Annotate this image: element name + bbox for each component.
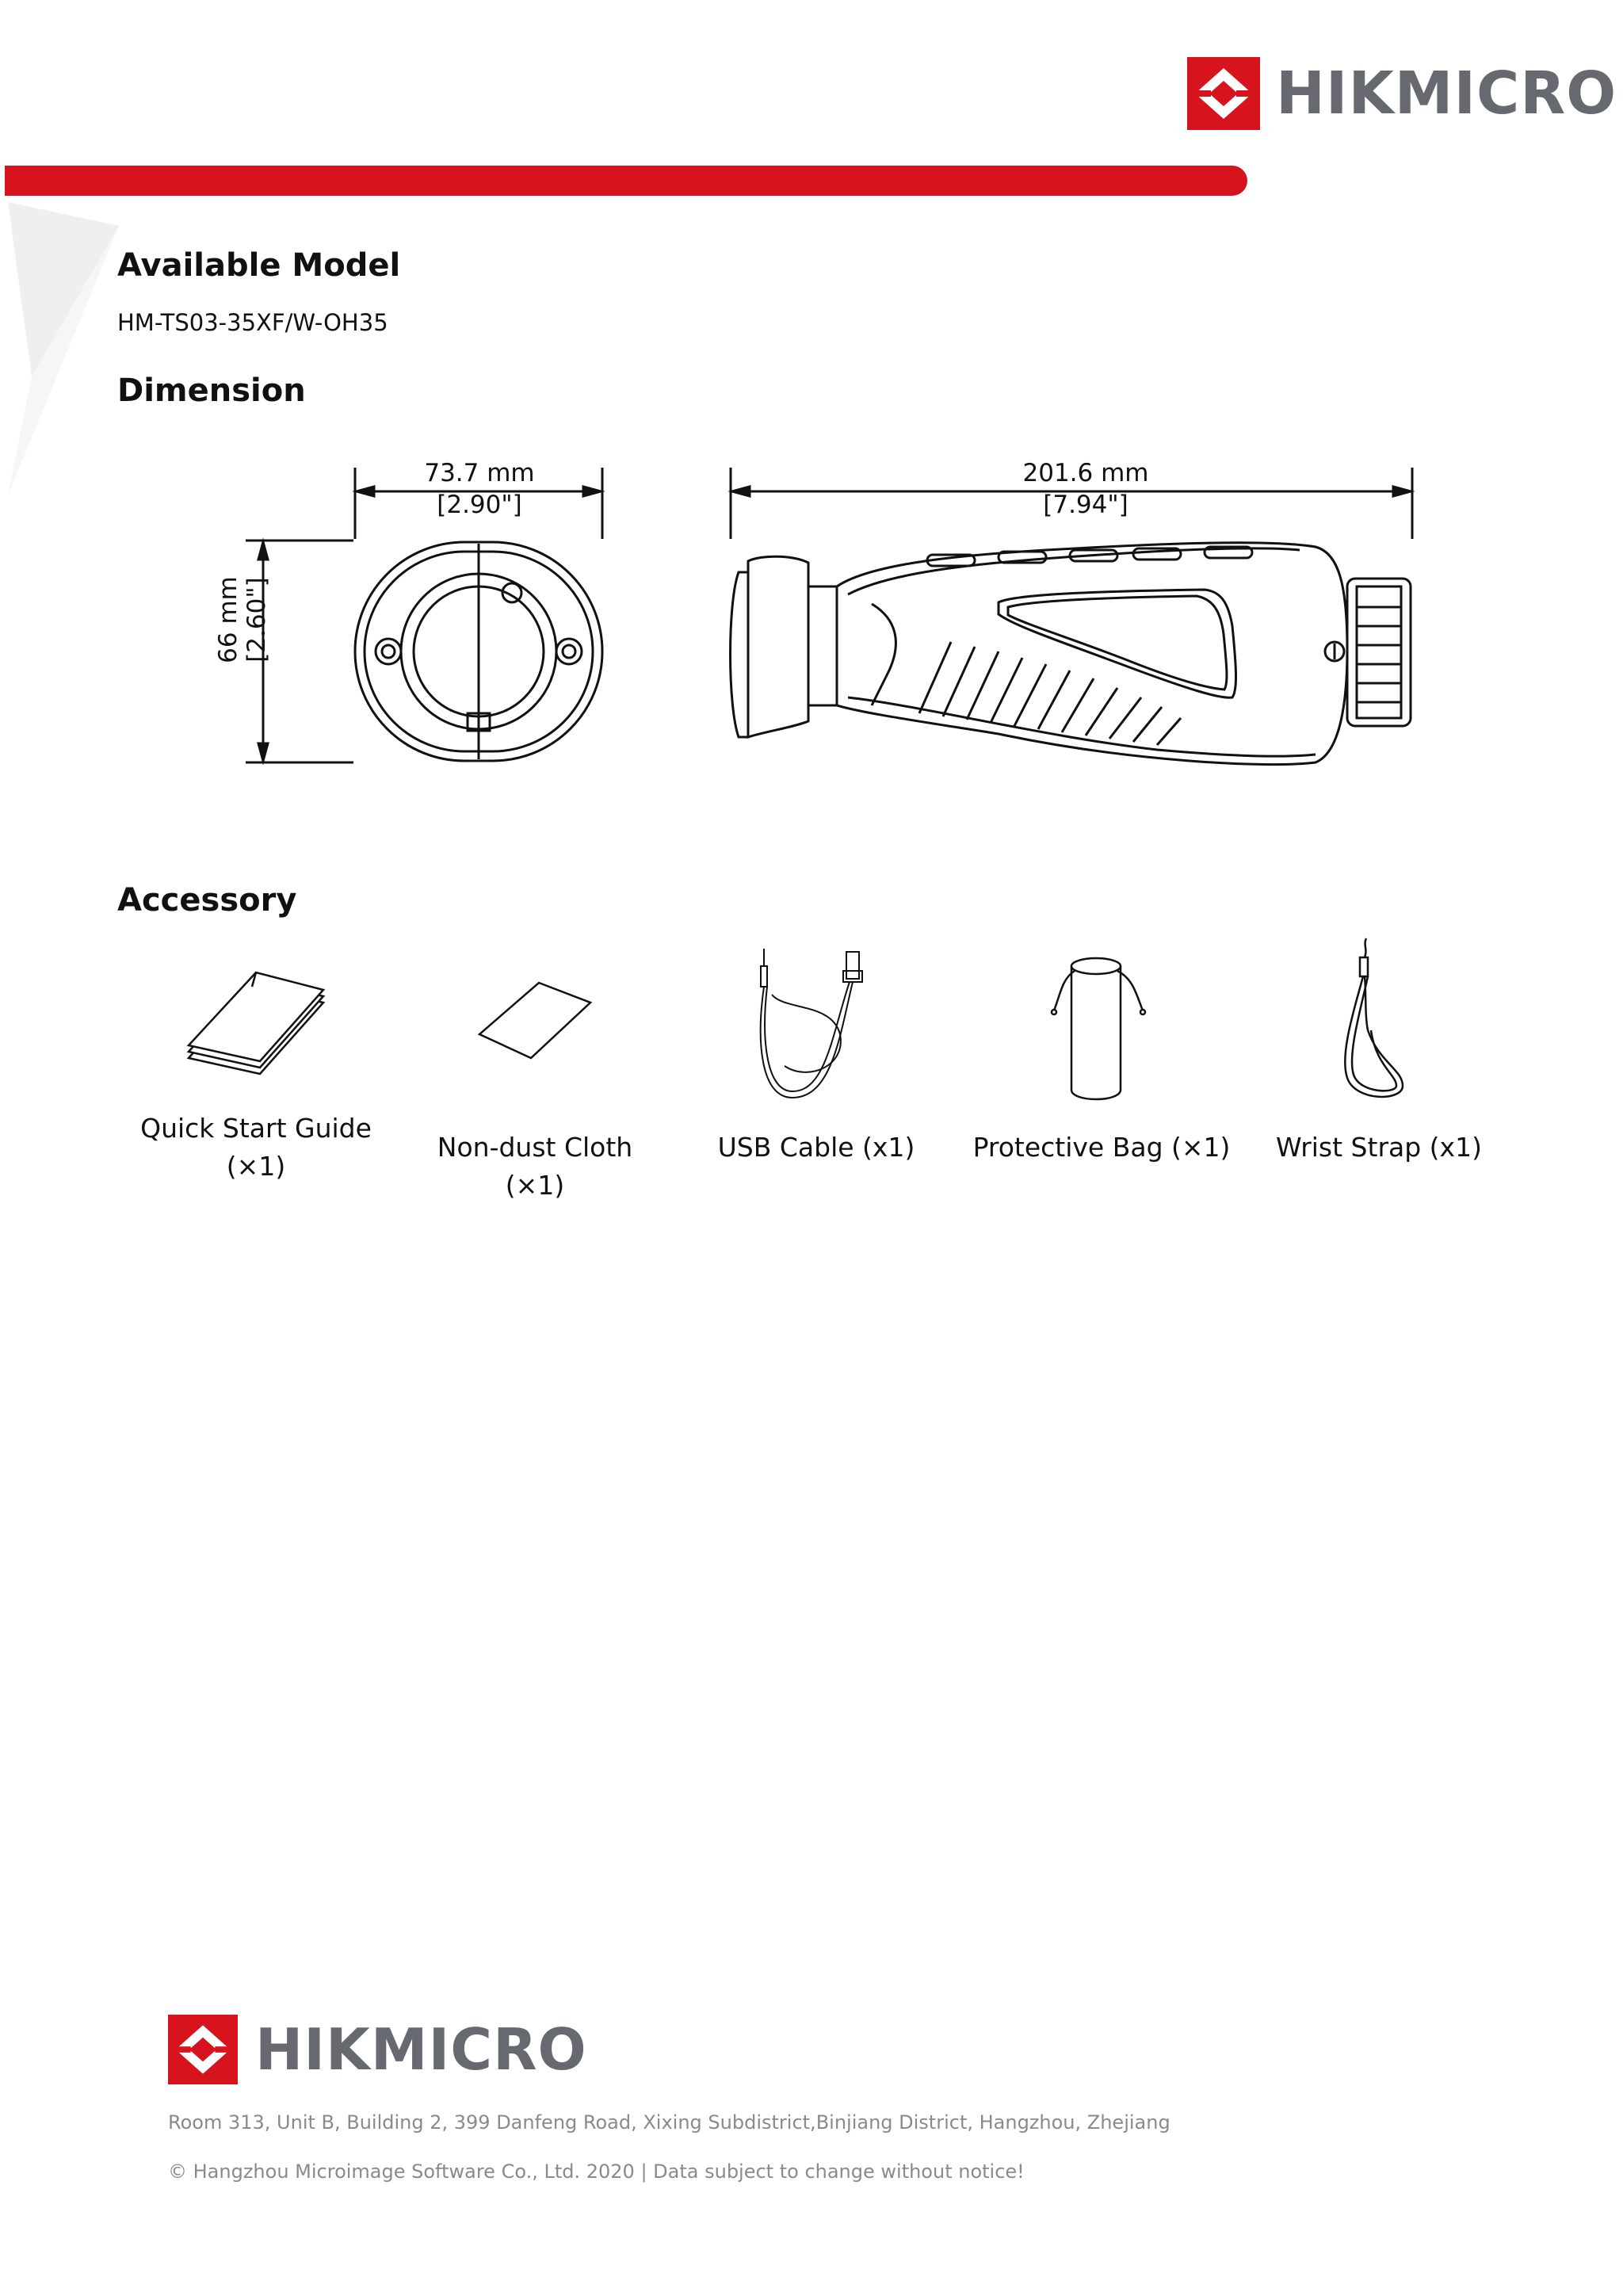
front-height-mm: 66 mm xyxy=(214,576,242,663)
accessory-label-wrist-strap: Wrist Strap (x1) xyxy=(1276,1132,1482,1163)
accessory-label-line1: Quick Start Guide xyxy=(140,1113,372,1144)
front-width-mm: 73.7 mm xyxy=(424,459,535,487)
accessory-label-protective-bag: Protective Bag (×1) xyxy=(972,1132,1231,1163)
footer-address: Room 313, Unit B, Building 2, 399 Danfen… xyxy=(168,2111,1170,2134)
header-logo: HIKMICRO xyxy=(1187,57,1616,130)
bag-icon xyxy=(1050,957,1147,1101)
cloth-icon xyxy=(477,981,593,1060)
footer-logo-wordmark: HIKMICRO xyxy=(255,2016,587,2083)
model-number: HM-TS03-35XF/W-OH35 xyxy=(117,309,388,336)
accessory-label-quick-start-guide: Quick Start Guide (×1) xyxy=(133,1110,379,1186)
booklet-icon xyxy=(186,971,326,1075)
side-length-mm: 201.6 mm xyxy=(1022,459,1149,487)
footer-logo: HIKMICRO xyxy=(168,2013,586,2086)
strap-icon xyxy=(1344,938,1404,1098)
front-height-in: [2.60"] xyxy=(242,577,271,663)
side-view-drawing xyxy=(727,468,1415,766)
accessory-label-usb-cable: USB Cable (x1) xyxy=(717,1132,915,1163)
accessory-label-non-dust-cloth: Non-dust Cloth (×1) xyxy=(437,1132,633,1201)
front-width-in: [2.90"] xyxy=(437,491,522,519)
header-red-bar xyxy=(5,166,1247,196)
decorative-watermark xyxy=(8,202,119,495)
logo-wordmark: HIKMICRO xyxy=(1276,59,1617,128)
usb-cable-icon xyxy=(759,949,863,1099)
side-length-in: [7.94"] xyxy=(1043,491,1128,519)
footer-copyright: © Hangzhou Microimage Software Co., Ltd.… xyxy=(168,2160,1025,2183)
dimension-heading: Dimension xyxy=(117,372,306,409)
front-view-drawing xyxy=(246,468,605,766)
accessory-label-line2: (×1) xyxy=(226,1151,286,1182)
hikmicro-logo-icon xyxy=(168,2015,238,2084)
accessory-heading: Accessory xyxy=(117,882,297,919)
available-model-heading: Available Model xyxy=(117,247,401,284)
hikmicro-logo-icon xyxy=(1187,57,1260,130)
